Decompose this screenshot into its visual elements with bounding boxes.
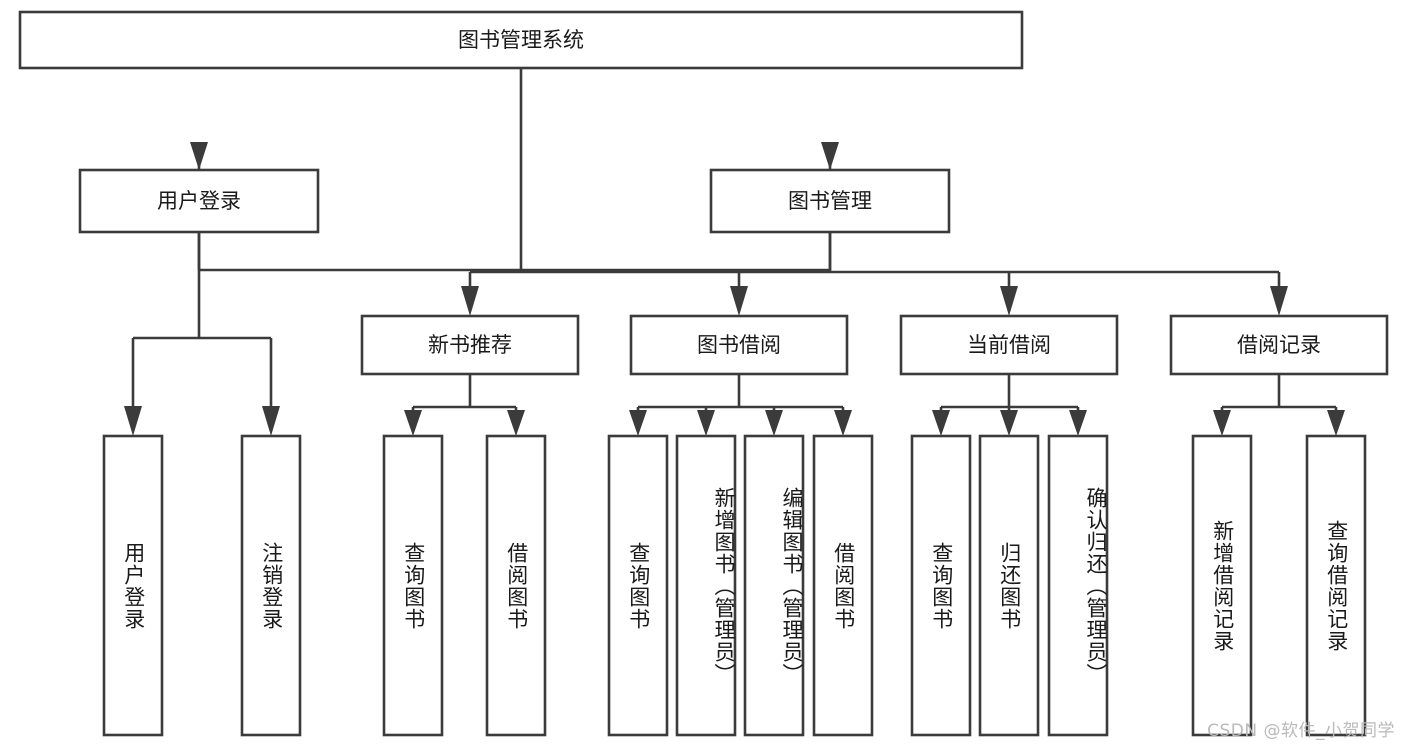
node-new-book-recommend-label: 新书推荐 [428,333,512,357]
node-book-management-label: 图书管理 [788,189,872,213]
arrow-leaf-return-book [1000,410,1018,436]
arrow-to-user-login [190,142,208,170]
arrow-leaf-query-book-2 [629,410,647,436]
node-leaf-query-book-1-rect[interactable] [382,434,444,737]
node-current-borrow-rect[interactable] [899,314,1119,376]
arrow-to-borrow-record [1270,286,1288,316]
node-borrow-record-label: 借阅记录 [1237,333,1321,357]
node-borrow-record[interactable]: 借阅记录 [1169,314,1389,376]
node-book-borrow-rect[interactable] [629,314,849,376]
arrow-to-book-borrow [730,286,748,316]
arrow-leaf-logout-login [262,406,280,436]
arrow-leaf-add-record [1213,410,1231,436]
arrow-leaf-confirm-return [1069,410,1087,436]
node-leaf-query-record-rect[interactable] [1305,434,1367,737]
arrow-leaf-user-login [124,406,142,436]
node-leaf-user-login-rect[interactable] [102,434,164,737]
node-root-rect[interactable] [18,10,1024,70]
arrow-leaf-borrow-book-1 [507,410,525,436]
node-user-login-label: 用户登录 [157,189,241,213]
node-current-borrow-label: 当前借阅 [967,333,1051,357]
arrow-leaf-query-record [1327,410,1345,436]
node-book-management[interactable]: 图书管理 [709,168,951,234]
connector-layer [124,68,1345,436]
node-leaf-return-book-rect[interactable] [978,434,1040,737]
node-new-book-recommend[interactable]: 新书推荐 [360,314,580,376]
node-leaf-query-book-3-rect[interactable] [910,434,972,737]
node-leaf-add-record-rect[interactable] [1191,434,1253,737]
arrow-leaf-add-book [697,410,715,436]
node-current-borrow[interactable]: 当前借阅 [899,314,1119,376]
node-user-login-rect[interactable] [78,168,320,234]
arrow-leaf-borrow-book-2 [834,410,852,436]
node-leaf-logout-login-rect[interactable] [240,434,302,737]
arrow-to-book-management [821,142,839,170]
arrow-leaf-query-book-1 [404,410,422,436]
arrow-leaf-query-book-3 [932,410,950,436]
node-leaf-add-book-rect[interactable] [675,434,737,737]
node-leaf-borrow-book-1-rect[interactable] [485,434,547,737]
leaf-rect-layer [102,434,1367,737]
node-root-label: 图书管理系统 [458,28,584,52]
watermark-text: CSDN @软件_小贺同学 [1207,721,1395,741]
node-root[interactable]: 图书管理系统 [18,10,1024,70]
node-borrow-record-rect[interactable] [1169,314,1389,376]
node-new-book-recommend-rect[interactable] [360,314,580,376]
arrow-to-current-borrow [1000,286,1018,316]
node-book-borrow-label: 图书借阅 [697,333,781,357]
node-leaf-edit-book-rect[interactable] [743,434,805,737]
node-leaf-query-book-2-rect[interactable] [607,434,669,737]
arrow-leaf-edit-book [765,410,783,436]
node-user-login[interactable]: 用户登录 [78,168,320,234]
node-book-management-rect[interactable] [709,168,951,234]
node-book-borrow[interactable]: 图书借阅 [629,314,849,376]
node-leaf-confirm-return-rect[interactable] [1047,434,1109,737]
arrow-to-new-book-recommend [461,286,479,316]
node-leaf-borrow-book-2-rect[interactable] [812,434,874,737]
